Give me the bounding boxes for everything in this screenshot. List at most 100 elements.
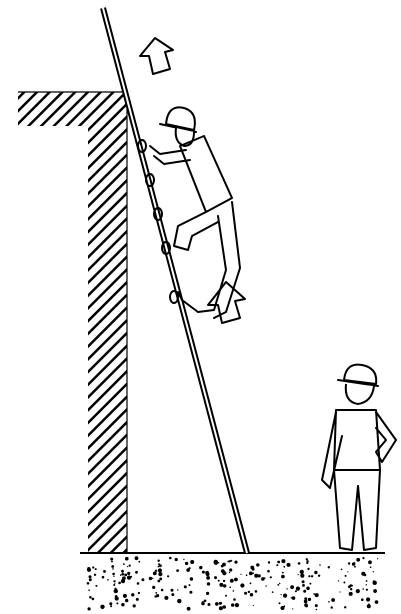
gravel-speck <box>215 602 219 606</box>
gravel-speck <box>88 589 90 591</box>
gravel-speck <box>362 588 364 590</box>
gravel-speck <box>157 580 160 583</box>
gravel-speck <box>123 563 125 565</box>
gravel-speck <box>124 574 127 577</box>
gravel-speck <box>256 563 259 566</box>
gravel-speck <box>281 559 285 563</box>
gravel-speck <box>103 570 106 573</box>
gravel-speck <box>300 570 304 574</box>
gravel-speck <box>307 568 309 570</box>
gravel-speck <box>138 592 140 594</box>
gravel-speck <box>344 606 346 608</box>
gravel-speck <box>347 571 348 572</box>
gravel-speck <box>207 582 210 585</box>
gravel-speck <box>279 583 280 584</box>
gravel-speck <box>366 597 370 601</box>
gravel-speck <box>233 598 236 601</box>
gravel-speck <box>167 575 169 577</box>
gravel-speck <box>204 600 207 603</box>
gravel-speck <box>281 594 282 595</box>
gravel-speck <box>368 604 370 606</box>
gravel-speck <box>306 562 308 564</box>
gravel-speck <box>231 603 234 606</box>
gravel-speck <box>254 574 258 578</box>
gravel-speck <box>223 580 225 582</box>
gravel-speck <box>315 593 319 597</box>
hard-hat-icon <box>160 107 196 132</box>
up-arrow-icon <box>208 282 245 323</box>
gravel-speck <box>95 585 97 587</box>
gravel-speck <box>152 586 155 589</box>
gravel-speck <box>300 574 304 578</box>
gravel-speck <box>189 591 192 594</box>
gravel-speck <box>113 580 115 582</box>
gravel-speck <box>206 572 210 576</box>
gravel-speck <box>287 563 291 567</box>
gravel-speck <box>250 593 253 596</box>
gravel-speck <box>169 557 172 560</box>
gravel-speck <box>171 593 174 596</box>
gravel-speck <box>348 585 351 588</box>
gravel-speck <box>112 573 115 576</box>
gravel-speck <box>303 590 306 593</box>
gravel-speck <box>202 571 205 574</box>
gravel-speck <box>136 598 139 601</box>
gravel-speck <box>255 590 258 593</box>
gravel-speck <box>159 564 162 567</box>
gravel-speck <box>164 596 168 600</box>
gravel-speck <box>184 585 187 588</box>
gravel-speck <box>316 609 318 611</box>
gravel-speck <box>118 582 121 585</box>
gravel-speck <box>240 583 244 587</box>
gravel-speck <box>366 580 368 582</box>
gravel-speck <box>304 603 308 607</box>
gravel-speck <box>185 562 188 565</box>
gravel-speck <box>283 566 285 568</box>
gravel-speck <box>348 562 350 564</box>
gravel-speck <box>153 573 155 575</box>
gravel-speck <box>308 575 310 577</box>
gravel-speck <box>219 606 223 610</box>
gravel-speck <box>221 602 223 604</box>
gravel-speck <box>112 568 114 570</box>
gravel-speck <box>338 580 339 581</box>
gravel-speck <box>328 601 330 603</box>
gravel-speck <box>152 578 153 579</box>
gravel-speck <box>314 571 317 574</box>
gravel-speck <box>201 602 205 606</box>
gravel-speck <box>339 591 340 592</box>
gravel-speck <box>127 566 128 567</box>
gravel-speck <box>111 561 113 563</box>
gravel-speck <box>311 575 313 577</box>
gravel-speck <box>250 582 252 584</box>
gravel-speck <box>244 592 247 595</box>
gravel-speck <box>89 575 92 578</box>
gravel-speck <box>268 561 270 563</box>
gravel-speck <box>89 578 92 581</box>
gravel-speck <box>135 571 138 574</box>
gravel-speck <box>296 587 300 591</box>
gravel-speck <box>292 596 296 600</box>
gravel-speck <box>370 566 372 568</box>
gravel-speck <box>328 566 330 568</box>
gravel-speck <box>352 562 355 565</box>
gravel-speck <box>177 589 178 590</box>
gravel-speck <box>141 578 144 581</box>
gravel-speck <box>158 560 160 562</box>
gravel-speck <box>221 565 224 568</box>
gravel-speck <box>206 576 210 580</box>
gravel-speck <box>111 565 114 568</box>
gravel-speck <box>292 608 293 609</box>
gravel-speck <box>155 570 157 572</box>
gravel-speck <box>286 588 287 589</box>
gravel-speck <box>158 568 162 572</box>
gravel-speck <box>131 593 134 596</box>
gravel-speck <box>110 605 112 607</box>
gravel-speck <box>354 566 356 568</box>
gravel-speck <box>120 574 122 576</box>
gravel-speck <box>233 590 235 592</box>
gravel-speck <box>123 594 127 598</box>
gravel-speck <box>109 602 112 605</box>
gravel-speck <box>87 582 90 585</box>
